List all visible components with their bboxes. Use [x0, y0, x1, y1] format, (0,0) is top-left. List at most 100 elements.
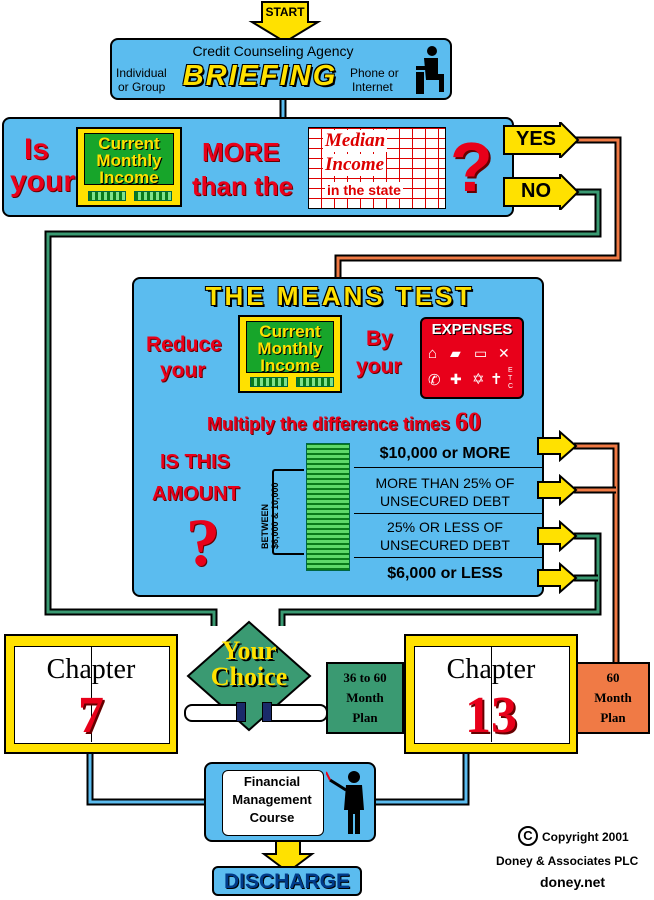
plan-36-line3: Plan	[352, 710, 378, 725]
current-monthly-income-badge: Current Monthly Income	[76, 127, 182, 207]
book-pages	[14, 646, 170, 744]
means-test-box: THE MEANS TEST Reduce your Current Month…	[132, 277, 544, 597]
briefing-right-line1: Phone or	[350, 66, 399, 80]
means-cmi-line3: Income	[260, 356, 320, 375]
reduce-your-text: your	[160, 359, 206, 382]
divider	[354, 467, 542, 468]
is-text: Is	[24, 133, 50, 166]
option-more-than-25-line1: MORE THAN 25% OF	[375, 475, 515, 491]
expenses-badge: EXPENSES ⌂ ▰ ▭ ✕ ✆ ✚ ✡ ✝ ETC	[420, 317, 524, 399]
option-more-than-25-line2: UNSECURED DEBT	[380, 493, 510, 509]
plan-60-line1: 60	[606, 670, 620, 685]
pointing-hand-right-icon	[268, 704, 328, 722]
course-box: Financial Management Course	[204, 762, 376, 842]
course-line2: Management	[232, 792, 312, 807]
by-your-text: your	[356, 355, 402, 378]
chapter-13-number: 13	[465, 687, 517, 744]
means-cmi-line1: Current	[259, 322, 321, 341]
income-question-box: Is your Current Monthly Income MORE than…	[2, 117, 514, 217]
sixty-label: 60	[455, 407, 482, 436]
amount-question-icon: ?	[186, 504, 220, 580]
cmi-line1: Current	[98, 134, 160, 153]
median-text: Median	[323, 130, 388, 152]
means-cmi-label: Current Monthly Income	[246, 321, 334, 375]
cash-stack-icon	[88, 191, 126, 201]
briefing-title: BRIEFING	[182, 60, 338, 92]
chapter-7-number: 7	[78, 687, 104, 744]
amount-text: AMOUNT	[152, 483, 240, 505]
option-25-or-less-line1: 25% OR LESS OF	[387, 519, 503, 535]
book-spine	[491, 646, 492, 742]
copyright-symbol: C	[518, 826, 538, 846]
tv-icon: ▭	[474, 345, 488, 361]
cmi-label: Current Monthly Income	[84, 133, 174, 187]
ambulance-icon: ✚	[450, 371, 462, 387]
discharge-label: DISCHARGE	[223, 870, 350, 893]
your-text: your	[10, 165, 76, 198]
teacher-icon	[326, 771, 364, 834]
plan-60-line2: Month	[594, 690, 632, 705]
briefing-left-line2: or Group	[118, 80, 166, 94]
course-line3: Course	[249, 810, 295, 825]
between-text: BETWEEN	[260, 504, 270, 549]
option-arrow-4	[537, 562, 578, 594]
between-range-text: $6,000 & 10,000	[270, 482, 280, 549]
between-bracket	[272, 469, 304, 555]
etc-label: ETC	[508, 367, 514, 390]
option-arrow-2	[537, 474, 578, 506]
chapter-7-label: Chapter	[46, 654, 136, 685]
house-icon: ⌂	[428, 345, 438, 362]
yes-label: YES	[515, 128, 557, 150]
divider	[354, 557, 542, 558]
in-the-state-text: in the state	[325, 182, 403, 198]
chapter-13-label: Chapter	[446, 654, 536, 685]
cmi-line3: Income	[99, 168, 159, 187]
copyright-line1: Copyright 2001	[542, 830, 629, 844]
plan-36-60-box: 36 to 60 Month Plan	[326, 662, 404, 734]
plan-36-line1: 36 to 60	[343, 670, 387, 685]
plan-60-box: 60 Month Plan	[576, 662, 650, 734]
more-text: MORE	[202, 137, 280, 167]
option-6000-or-less: $6,000 or LESS	[387, 565, 503, 582]
your-choice-diamond	[186, 620, 312, 732]
median-income-chart: Median Income in the state	[308, 127, 446, 209]
chapter-13-book: Chapter 13	[404, 634, 578, 754]
copyright-line2: Doney & Associates PLC	[496, 854, 639, 868]
cuff-left	[236, 702, 246, 722]
start-label: START	[265, 5, 305, 19]
counselor-icon	[416, 46, 444, 94]
divider	[354, 513, 542, 514]
by-text: By	[366, 327, 393, 350]
chapter-7-book: Chapter 7	[4, 634, 178, 754]
phone-icon: ✆	[428, 372, 441, 389]
between-label: BETWEEN $6,000 & 10,000	[260, 482, 280, 549]
option-25-or-less-line2: UNSECURED DEBT	[380, 537, 510, 553]
expenses-label: EXPENSES	[431, 321, 513, 338]
yes-arrow	[503, 122, 580, 158]
option-arrow-3	[537, 520, 578, 552]
cash-stack-icon	[250, 377, 288, 387]
cash-stack-icon	[296, 377, 334, 387]
plan-60-line3: Plan	[600, 710, 626, 725]
tools-icon: ✕	[498, 345, 510, 361]
agency-label: Credit Counseling Agency	[192, 43, 354, 59]
multiply-text: Multiply the difference times 60	[164, 407, 524, 437]
cmi-line2: Monthly	[96, 151, 162, 170]
is-this-text: IS THIS	[160, 451, 231, 473]
course-line1: Financial	[243, 774, 301, 789]
plan-36-line2: Month	[346, 690, 384, 705]
option-10000-or-more: $10,000 or MORE	[379, 445, 511, 462]
book-pages	[414, 646, 570, 744]
cuff-right	[262, 702, 272, 722]
cash-stack-icon	[134, 191, 172, 201]
your-choice-line2: Choice	[210, 662, 288, 691]
copyright-line3: doney.net	[540, 874, 606, 890]
reduce-text: Reduce	[146, 333, 222, 356]
means-cmi-badge: Current Monthly Income	[238, 315, 342, 393]
multiply-label: Multiply the difference times	[206, 414, 451, 434]
briefing-left-line1: Individual	[116, 66, 167, 80]
book-spine	[91, 646, 92, 742]
pointing-hand-left-icon	[184, 704, 244, 722]
briefing-right-line2: Internet	[352, 80, 393, 94]
